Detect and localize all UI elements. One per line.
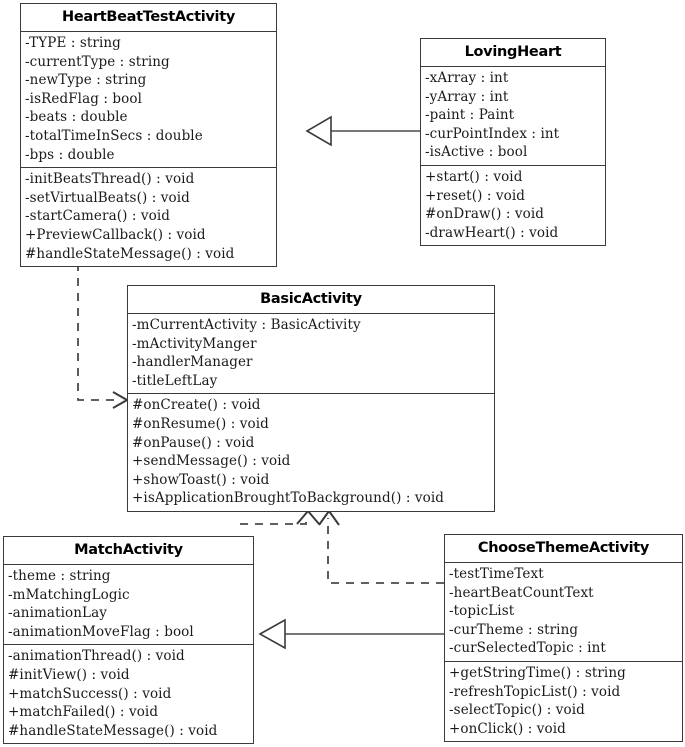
method-row: +PreviewCallback() : void: [25, 226, 206, 243]
class-box-heartbeattestactivity[interactable]: HeartBeatTestActivity -TYPE : string -cu…: [20, 3, 277, 268]
method-row: +sendMessage() : void: [132, 453, 291, 470]
method-row: #onResume() : void: [132, 415, 269, 432]
class-methods-matchactivity: -animationThread() : void #initView() : …: [4, 644, 253, 743]
attribute-row: -animationLay: [8, 605, 107, 622]
attribute-row: -beats : double: [25, 109, 128, 126]
relation-choosetheme-to-matchactivity: [258, 618, 444, 650]
method-row: #onDraw() : void: [425, 206, 544, 223]
attribute-row: -currentType : string: [25, 53, 170, 70]
class-methods-choosethemeactivity: +getStringTime() : string -refreshTopicL…: [445, 660, 682, 741]
relation-heartbeattestactivity-to-basicactivity: [78, 263, 127, 408]
class-title-matchactivity: MatchActivity: [4, 537, 253, 565]
attribute-row: -newType : string: [25, 72, 147, 89]
class-methods-basicactivity: #onCreate() : void #onResume() : void #o…: [128, 393, 494, 511]
method-row: #onCreate() : void: [132, 397, 261, 414]
method-row: +getStringTime() : string: [449, 664, 626, 681]
method-row: +onClick() : void: [449, 720, 566, 737]
class-methods-lovingheart: +start() : void +reset() : void #onDraw(…: [421, 164, 605, 245]
method-row: -drawHeart() : void: [425, 224, 559, 241]
method-row: +reset() : void: [425, 187, 525, 204]
class-attributes-basicactivity: -mCurrentActivity : BasicActivity -mActi…: [128, 314, 494, 393]
attribute-row: -curSelectedTopic : int: [449, 640, 606, 657]
attribute-row: -isRedFlag : bool: [25, 90, 143, 107]
class-box-lovingheart[interactable]: LovingHeart -xArray : int -yArray : int …: [420, 38, 606, 247]
attribute-row: -paint : Paint: [425, 107, 515, 124]
attribute-row: -theme : string: [8, 568, 111, 584]
class-title-basicactivity: BasicActivity: [128, 286, 494, 314]
attribute-row: -mActivityManger: [132, 335, 257, 352]
attribute-row: -testTimeText: [449, 566, 544, 582]
attribute-row: -animationMoveFlag : bool: [8, 623, 194, 640]
method-row: -initBeatsThread() : void: [25, 171, 195, 188]
method-row: #initView() : void: [8, 666, 130, 683]
class-box-matchactivity[interactable]: MatchActivity -theme : string -mMatching…: [3, 536, 254, 745]
class-attributes-heartbeattestactivity: -TYPE : string -currentType : string -ne…: [21, 32, 276, 167]
attribute-row: -titleLeftLay: [132, 372, 218, 389]
method-row: +start() : void: [425, 168, 523, 185]
attribute-row: -xArray : int: [425, 70, 509, 86]
class-box-choosethemeactivity[interactable]: ChooseThemeActivity -testTimeText -heart…: [444, 534, 683, 743]
class-title-lovingheart: LovingHeart: [421, 39, 605, 67]
attribute-row: -bps : double: [25, 146, 115, 163]
method-row: -selectTopic() : void: [449, 702, 585, 719]
method-row: -animationThread() : void: [8, 648, 185, 665]
attribute-row: -mMatchingLogic: [8, 586, 130, 603]
method-row: -startCamera() : void: [25, 208, 170, 225]
attribute-row: -totalTimeInSecs : double: [25, 127, 203, 144]
class-box-basicactivity[interactable]: BasicActivity -mCurrentActivity : BasicA…: [127, 285, 495, 512]
attribute-row: -topicList: [449, 603, 515, 620]
method-row: +matchFailed() : void: [8, 704, 159, 721]
attribute-row: -TYPE : string: [25, 35, 121, 51]
class-attributes-choosethemeactivity: -testTimeText -heartBeatCountText -topic…: [445, 563, 682, 661]
attribute-row: -curTheme : string: [449, 621, 579, 638]
class-attributes-matchactivity: -theme : string -mMatchingLogic -animati…: [4, 565, 253, 644]
method-row: -refreshTopicList() : void: [449, 683, 621, 700]
relation-matchactivity-to-basicactivity: [240, 511, 319, 524]
method-row: #handleStateMessage() : void: [8, 722, 218, 739]
attribute-row: -isActive : bool: [425, 144, 528, 161]
relation-lovingheart-to-heartbeattestactivity: [305, 115, 420, 147]
relation-choosetheme-to-basicactivity: [319, 511, 444, 583]
class-methods-heartbeattestactivity: -initBeatsThread() : void -setVirtualBea…: [21, 167, 276, 266]
method-row: #handleStateMessage() : void: [25, 245, 235, 262]
method-row: -setVirtualBeats() : void: [25, 189, 190, 206]
attribute-row: -handlerManager: [132, 354, 253, 371]
attribute-row: -yArray : int: [425, 88, 509, 105]
method-row: +isApplicationBroughtToBackground() : vo…: [132, 490, 444, 507]
attribute-row: -mCurrentActivity : BasicActivity: [132, 317, 361, 333]
method-row: +matchSuccess() : void: [8, 685, 172, 702]
attribute-row: -heartBeatCountText: [449, 584, 594, 601]
method-row: +showToast() : void: [132, 471, 270, 488]
method-row: #onPause() : void: [132, 434, 255, 451]
class-attributes-lovingheart: -xArray : int -yArray : int -paint : Pai…: [421, 67, 605, 165]
attribute-row: -curPointIndex : int: [425, 125, 560, 142]
class-title-choosethemeactivity: ChooseThemeActivity: [445, 535, 682, 563]
class-title-heartbeattestactivity: HeartBeatTestActivity: [21, 4, 276, 32]
